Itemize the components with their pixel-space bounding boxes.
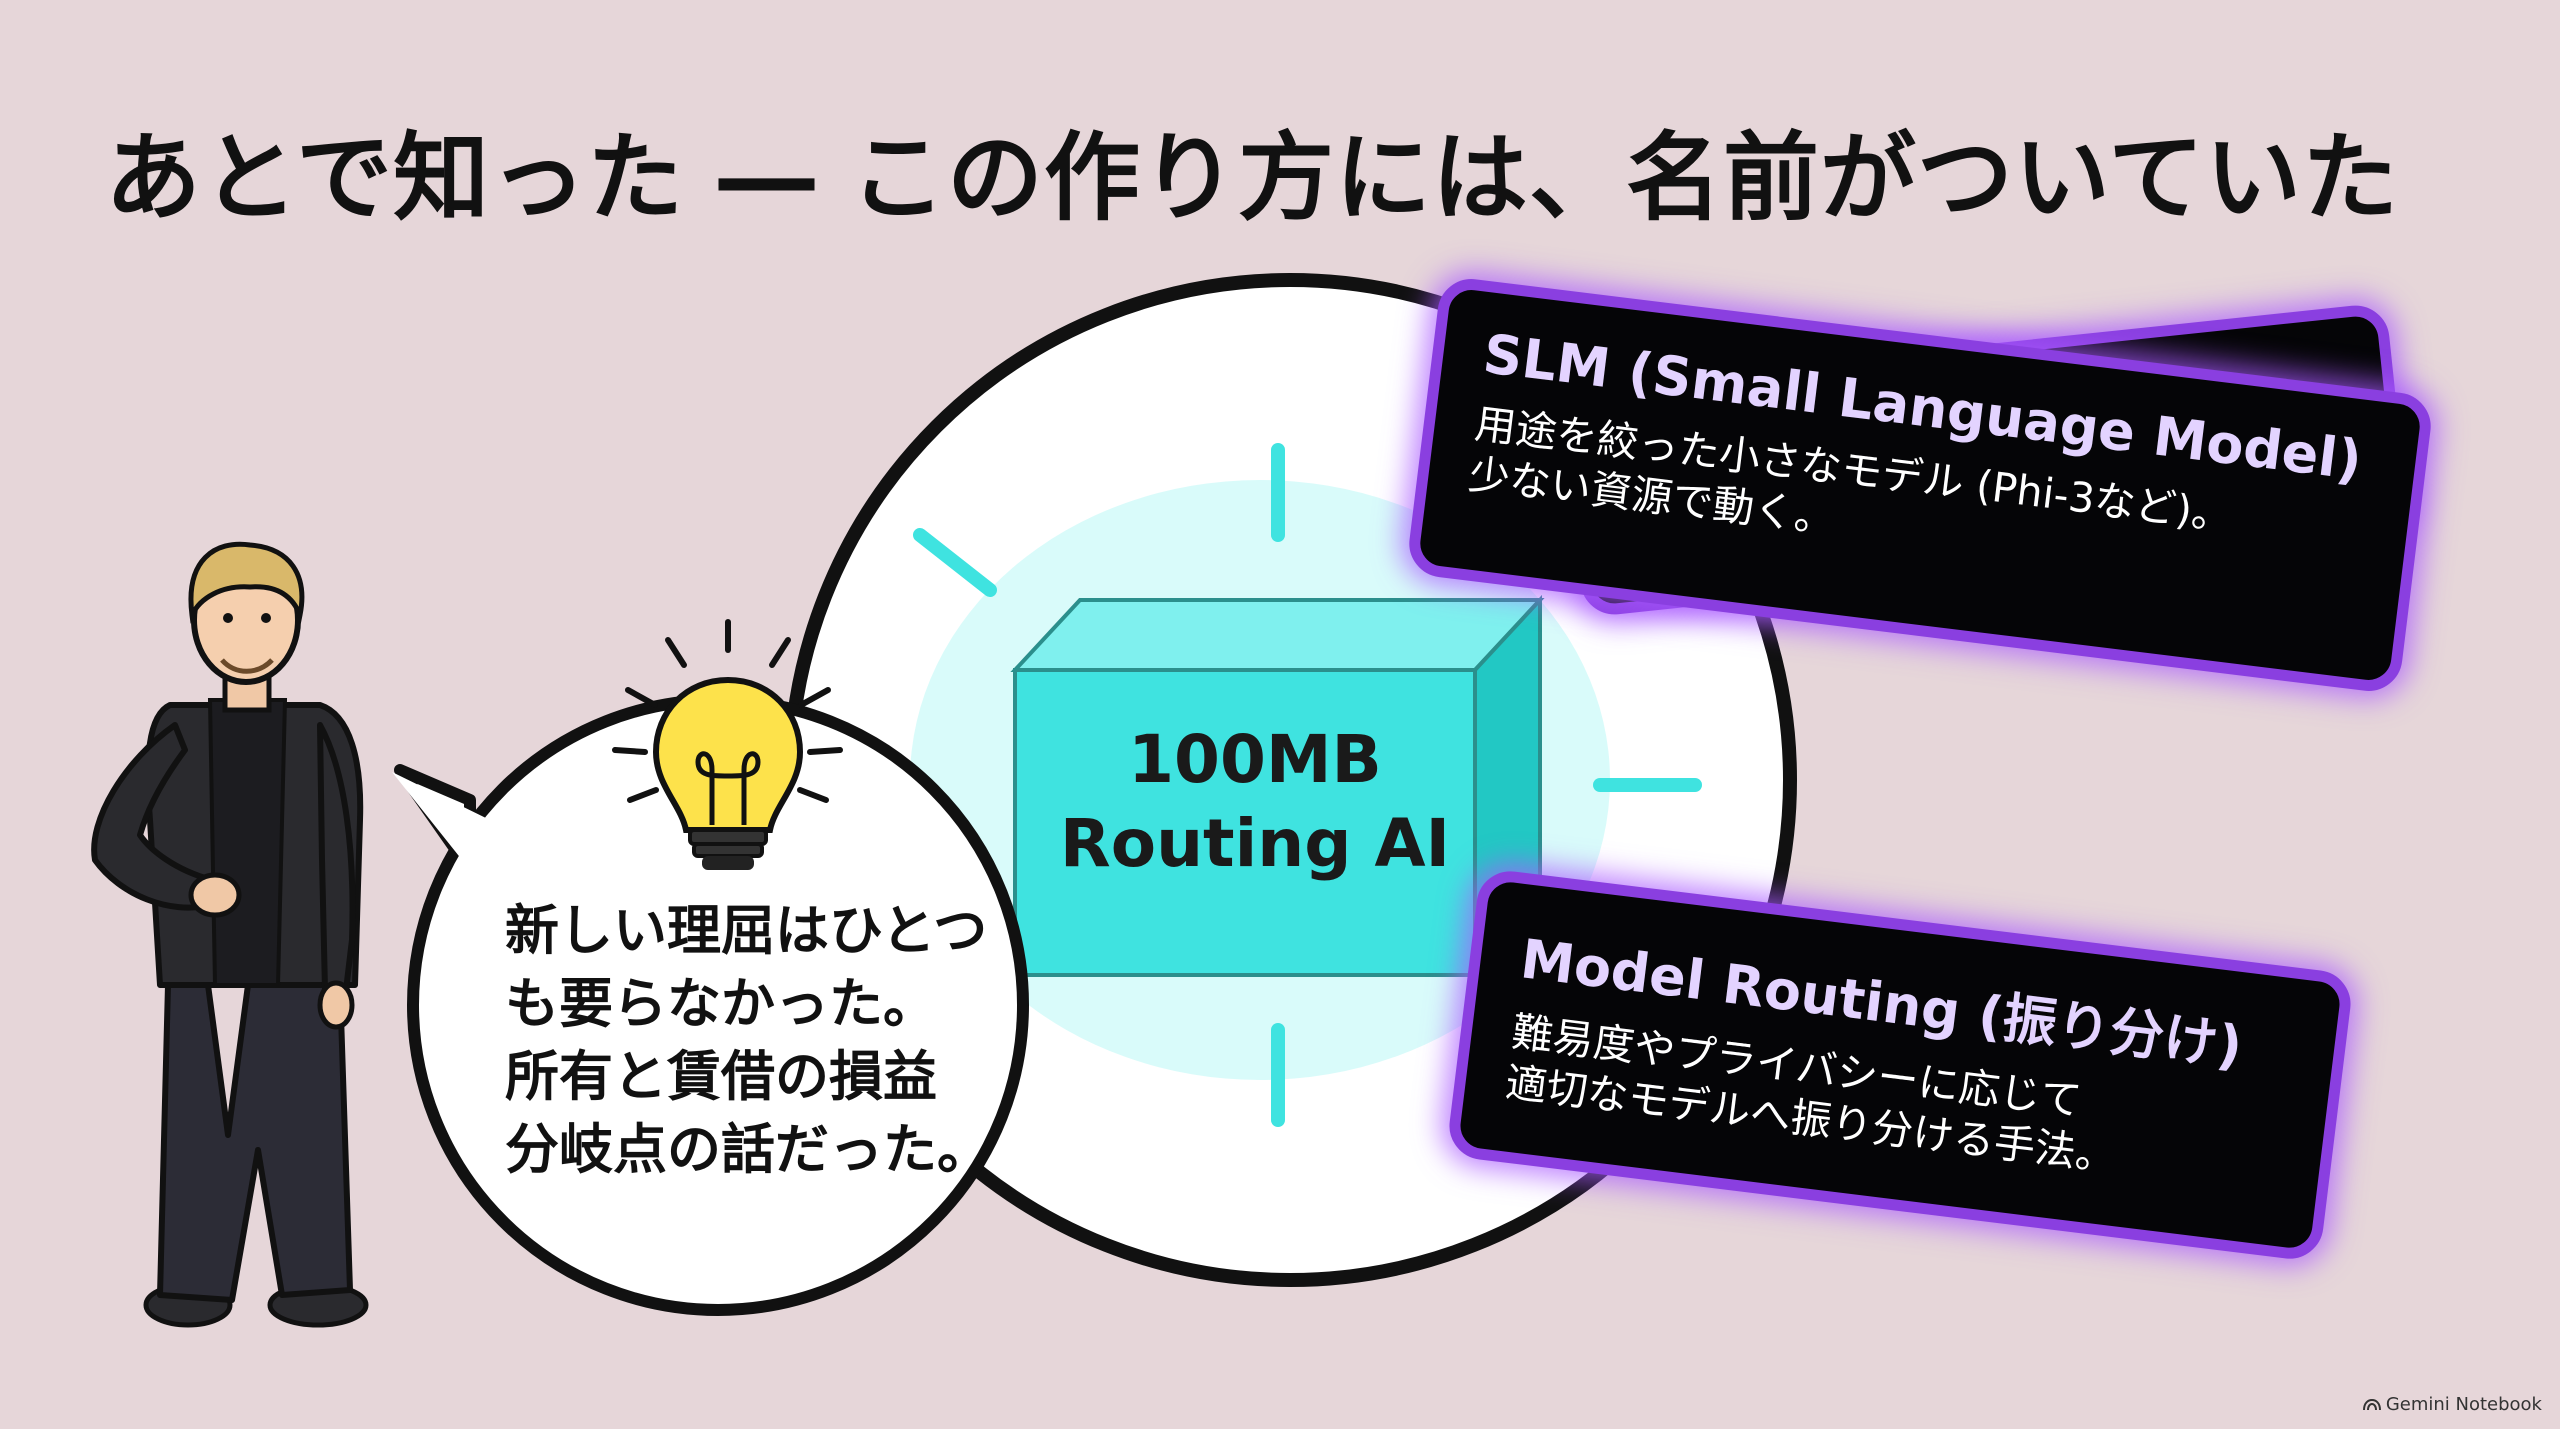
- gemini-icon: [2362, 1398, 2381, 1410]
- lightbulb-icon: [612, 619, 843, 870]
- watermark-text: Gemini Notebook: [2385, 1394, 2542, 1415]
- cube-icon: [1010, 594, 1545, 981]
- speech-line: 分岐点の話だった。: [505, 1117, 991, 1181]
- person-illustration: [91, 541, 369, 1328]
- speech-line: 新しい理屈はひとつ: [505, 899, 988, 962]
- cube-label-line2: Routing AI: [1059, 805, 1451, 883]
- glow-rays: [913, 443, 1702, 1127]
- speech-line: 所有と賃借の損益: [505, 1044, 937, 1108]
- speech-line: も要らなかった。: [505, 971, 937, 1035]
- cube-label: 100MB Routing AI: [1020, 718, 1490, 887]
- slide-title: あとで知った ― この作り方には、名前がついていた: [105, 122, 2400, 234]
- speech-text: 新しい理屈はひとつ も要らなかった。 所有と賃借の損益 分岐点の話だった。: [505, 895, 1025, 1187]
- watermark: Gemini Notebook: [2362, 1394, 2542, 1415]
- cube-label-line1: 100MB: [1128, 721, 1382, 798]
